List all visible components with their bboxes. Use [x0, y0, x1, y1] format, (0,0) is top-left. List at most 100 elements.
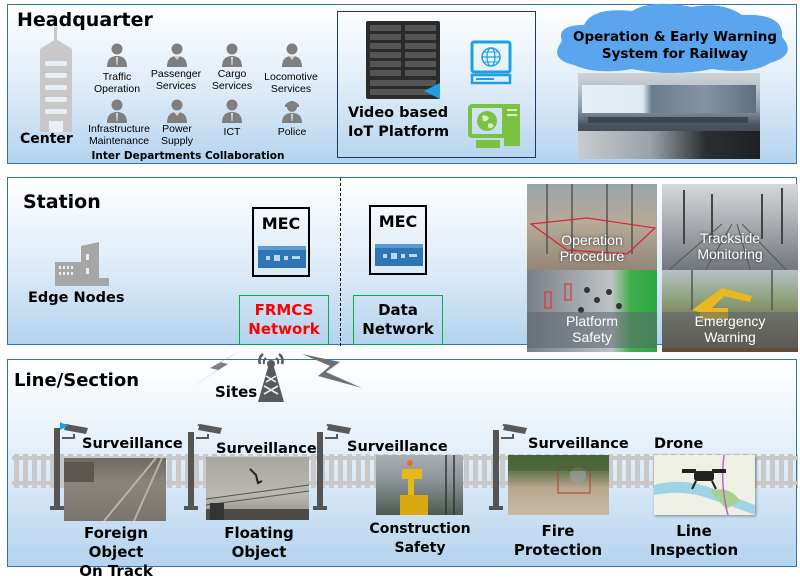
- traffic-operation-person-icon: [107, 43, 127, 67]
- locomotive-services-person-icon: [282, 43, 302, 67]
- signal-bolt-left-icon: [190, 348, 246, 388]
- camera-pole-base: [184, 506, 198, 510]
- rail-tie: [167, 454, 172, 488]
- rail-tie: [356, 454, 361, 488]
- rail-tie: [338, 454, 343, 488]
- line-inspection-map-photo: [654, 455, 755, 515]
- camera-pole: [317, 432, 323, 508]
- rail-tie: [464, 454, 469, 488]
- camera-pole-base: [50, 506, 64, 510]
- surveillance-label: Surveillance: [528, 436, 629, 452]
- rail-tie: [608, 454, 613, 488]
- passenger-services-person-icon: [167, 43, 187, 67]
- ict-person-icon: [222, 99, 242, 123]
- server-rack-icon: [366, 21, 440, 99]
- dept-ict: ICT: [223, 126, 241, 138]
- headquarter-title: Headquarter: [17, 9, 153, 31]
- fire-protection-photo: [508, 455, 609, 515]
- camera-pole-base: [489, 506, 503, 510]
- line-section: Line/Section Sites Surveillance Surveill…: [7, 348, 798, 580]
- sites-label: Sites: [215, 383, 258, 401]
- floating-object-photo: [206, 457, 309, 520]
- operation-procedure-photo: [529, 184, 657, 255]
- headquarter-building-icon: [40, 27, 72, 132]
- dept-police: Police: [277, 126, 307, 138]
- rail-tie: [41, 454, 46, 488]
- control-room-photo: [578, 73, 760, 159]
- surveillance-label: Surveillance: [347, 439, 448, 455]
- infrastructure-maintenance-person-icon: [107, 99, 127, 123]
- mec-server-icon: [258, 246, 306, 268]
- rail-tie: [473, 454, 478, 488]
- trackside-monitoring-photo: [662, 188, 793, 276]
- camera-pole: [493, 430, 499, 508]
- rail-tie: [194, 454, 199, 488]
- line-section-title: Line/Section: [14, 370, 140, 391]
- globe-computer-icon: [468, 104, 520, 148]
- rail-tie: [329, 454, 334, 488]
- rail-tie: [185, 454, 190, 488]
- rail-tie: [797, 454, 798, 488]
- surveillance-label: Surveillance: [216, 441, 317, 457]
- camera-pole: [188, 432, 194, 508]
- mec-server-icon: [375, 244, 423, 266]
- rail-tie: [347, 454, 352, 488]
- camera-pole: [54, 428, 60, 508]
- camera-pole-base: [313, 506, 327, 510]
- edge-nodes-label: Edge Nodes: [28, 290, 125, 306]
- rail-tie: [617, 454, 622, 488]
- foreign-object-photo: [64, 458, 166, 521]
- rail-tie: [635, 454, 640, 488]
- rail-tie: [14, 454, 19, 488]
- rail-tie: [770, 454, 775, 488]
- rail-tie: [482, 454, 487, 488]
- signal-bolt-right-icon: [302, 354, 362, 388]
- rail-tie: [311, 454, 316, 488]
- rail-tie: [644, 454, 649, 488]
- mec-label: MEC: [378, 212, 418, 231]
- rail-tie: [50, 454, 55, 488]
- station-title: Station: [23, 191, 101, 213]
- mec-box-frmcs: MEC: [252, 207, 310, 277]
- rail-tie: [23, 454, 28, 488]
- cell-tower-icon: [258, 353, 284, 402]
- rail-tie: [203, 454, 208, 488]
- rail-tie: [59, 454, 64, 488]
- surveillance-camera-icon: [196, 424, 222, 439]
- surveillance-camera-icon: [60, 422, 88, 439]
- rail-tie: [779, 454, 784, 488]
- surveillance-label: Surveillance: [82, 436, 183, 452]
- platform-safety-photo: [544, 283, 622, 313]
- edge-node-buildings-icon: [55, 242, 109, 286]
- rail-tie: [365, 454, 370, 488]
- rail-tie: [626, 454, 631, 488]
- rail-tie: [788, 454, 793, 488]
- web-monitor-icon: [470, 40, 512, 85]
- construction-safety-photo: [376, 455, 463, 515]
